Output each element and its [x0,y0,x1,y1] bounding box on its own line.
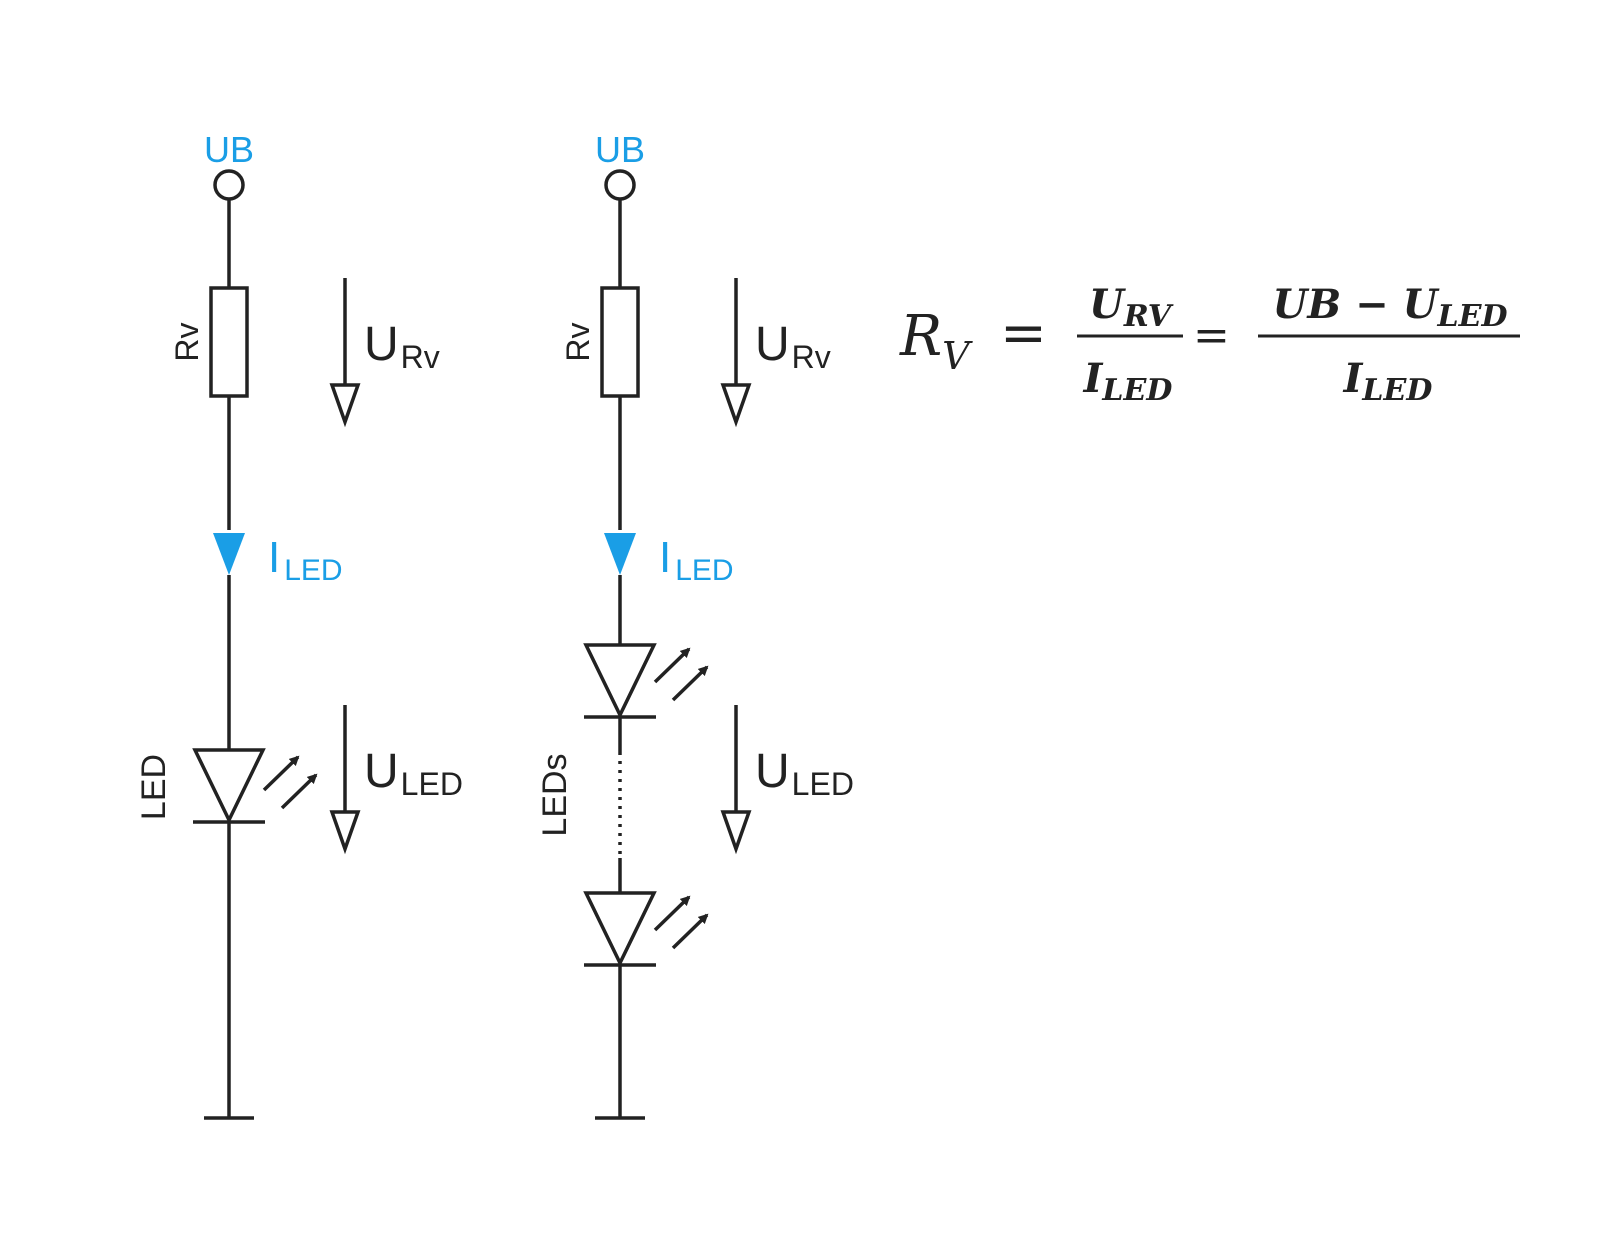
led-diode-icon [192,748,266,825]
supply-label: UB [595,129,645,170]
leds-label: LEDs [536,753,574,836]
voltage-arrow-icon [329,383,361,428]
resistor-rv [209,286,249,398]
led-diode-icon [583,643,657,720]
formula-equals: = [1193,310,1230,361]
voltage-arrow-icon [720,383,752,428]
formula-fraction2-numerator: UB − ULED [1273,281,1508,334]
resistor-label: Rv [560,322,596,361]
light-emission-arrow-icon [653,647,691,684]
light-emission-arrow-icon [262,755,300,792]
light-emission-arrow-icon [280,773,318,810]
led-label: LED [135,754,173,820]
formula-fraction1-denominator: ILED [1083,355,1173,408]
resistor-rv [600,286,640,398]
led-voltage-label: ULED [755,745,854,802]
resistor-label: Rv [169,322,205,361]
current-arrow-icon [213,533,245,575]
current-arrow-icon [604,533,636,575]
supply-terminal [213,169,245,201]
supply-terminal [604,169,636,201]
formula: RV = URV ILED = UB − ULED ILED [899,281,1520,408]
formula-fraction2-denominator: ILED [1343,355,1433,408]
resistor-voltage-label: URv [364,318,440,375]
formula-lhs: RV [899,304,973,378]
supply-label: UB [204,129,254,170]
led-voltage-label: ULED [364,745,463,802]
resistor-voltage-label: URv [755,318,831,375]
light-emission-arrow-icon [671,665,709,702]
led-diode-icon [583,891,657,968]
voltage-arrow-icon [329,810,361,855]
formula-equals: = [1000,301,1047,366]
light-emission-arrow-icon [671,913,709,950]
formula-fraction1-numerator: URV [1089,281,1174,334]
voltage-arrow-icon [720,810,752,855]
light-emission-arrow-icon [653,895,691,932]
